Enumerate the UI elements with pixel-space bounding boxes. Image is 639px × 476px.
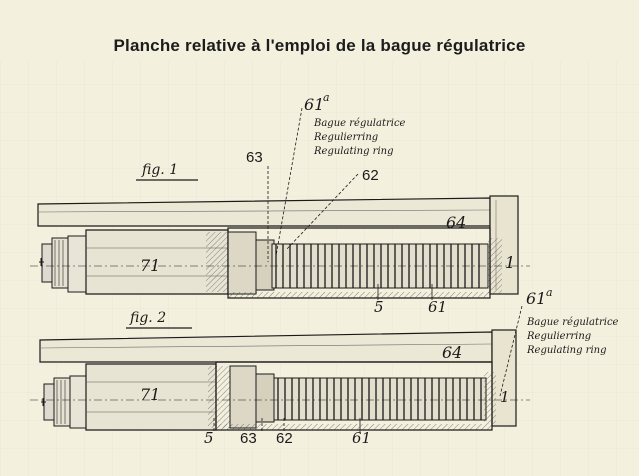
fig-2-callout-62: 62 [276,430,293,447]
fig-2-callout-61a: 61 [526,289,546,308]
sheet-title: Planche relative à l'emploi de la bague … [113,36,526,55]
fig-1-caption-line-1: Bague régulatrice [313,118,406,129]
fig-2-callout-5: 5 [204,429,214,447]
figure-2: fig. 2 [30,286,619,447]
fig-1-callout-1: 1 [505,253,515,272]
fig-2-caption-line-3: Regulating ring [526,345,607,356]
fig-1-callout-61b: 61 [428,298,447,316]
fig-2-callout-71: 71 [140,385,160,404]
fig-2-caption-line-1: Bague régulatrice [526,317,619,328]
fig-1-caption-line-3: Regulating ring [313,146,394,157]
fig-1-callout-61-sup: a [323,91,330,104]
figure-1: fig. 1 [30,91,530,316]
fig-2-callout-64: 64 [442,343,462,362]
fig-1-callout-64: 64 [446,213,466,232]
fig-2-callout-1: 1 [500,388,510,406]
fig-1-regulating-ring [255,239,275,291]
fig-1-callout-62: 62 [362,167,379,184]
fig-1-callout-5: 5 [374,298,384,316]
fig-2-spring [273,377,487,421]
fig-1-caption-line-2: Regulierring [313,132,378,143]
fig-1-callout-71: 71 [140,256,160,275]
fig-2-regulating-ring [255,373,275,423]
fig-2-label: fig. 2 [129,310,166,326]
fig-2-callout-63: 63 [240,430,257,447]
fig-1-callout-63: 63 [246,149,263,166]
fig-2-caption-line-2: Regulierring [526,331,591,342]
fig-2-callout-61: 61 [352,429,371,447]
fig-1-label: fig. 1 [141,162,178,178]
fig-2-callout-61a-sup: a [546,286,553,299]
fig-1-callout-61: 61 [304,95,324,114]
